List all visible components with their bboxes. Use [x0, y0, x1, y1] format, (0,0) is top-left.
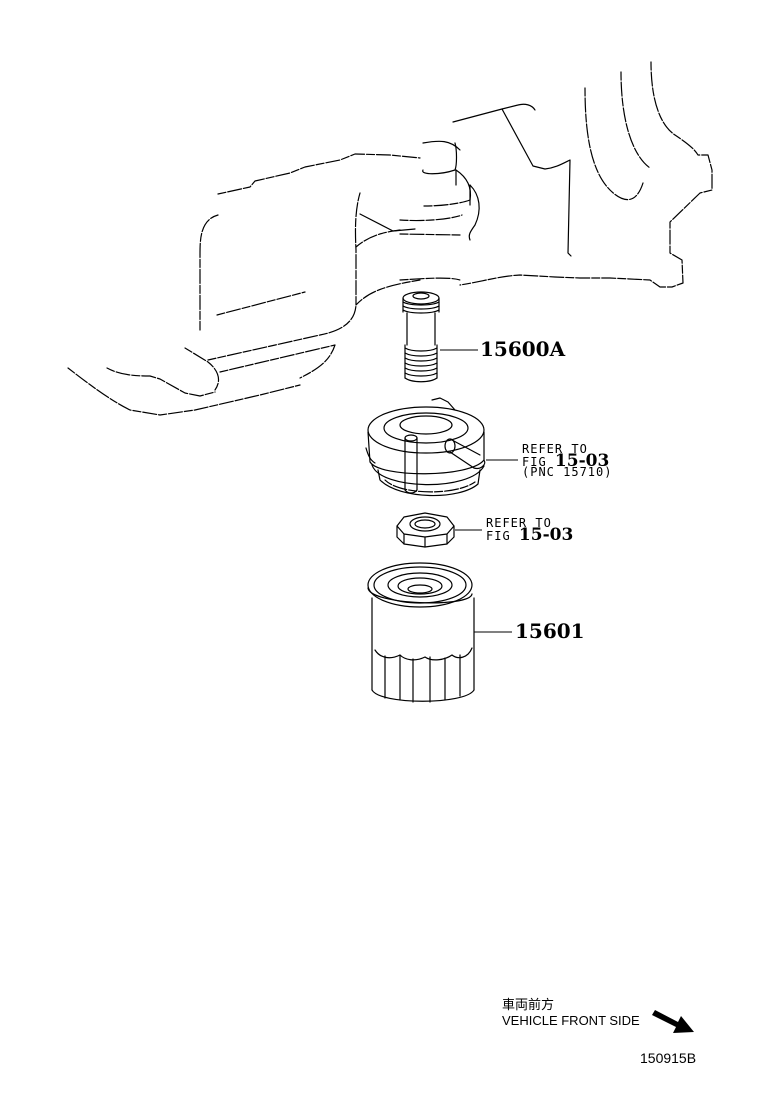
figure-code: 150915B: [640, 1050, 697, 1066]
part-number-15601[interactable]: 15601: [515, 619, 585, 643]
fig-reference: FIG 15-03: [522, 453, 612, 470]
engine-block-outline: [67, 61, 713, 416]
refer-to-fig-nut[interactable]: REFER TO FIG 15-03: [486, 516, 573, 544]
part-number-15600A[interactable]: 15600A: [480, 337, 566, 361]
fig-prefix: FIG: [522, 455, 547, 469]
refer-to-text: REFER TO: [486, 516, 552, 530]
fig-number: 15-03: [554, 451, 610, 471]
oil-filter-15601: [367, 562, 475, 703]
refer-to-text: REFER TO: [522, 442, 588, 456]
pnc-reference: (PNC 15710): [522, 465, 613, 479]
arrow-down-right-icon: [652, 1010, 694, 1033]
fig-number: 15-03: [518, 525, 574, 545]
fig-prefix: FIG: [486, 529, 511, 543]
vehicle-front-note: 車両前方 VEHICLE FRONT SIDE: [502, 997, 640, 1029]
vehicle-front-japanese: 車両前方: [502, 997, 555, 1012]
refer-to-fig-bracket[interactable]: REFER TO FIG 15-03 (PNC 15710): [522, 443, 612, 478]
fig-reference: FIG 15-03: [486, 527, 573, 544]
union-bolt-15600A: [402, 291, 440, 383]
vehicle-front-english: VEHICLE FRONT SIDE: [502, 1013, 640, 1028]
oil-filter-bracket: [365, 397, 486, 497]
nut: [396, 512, 455, 548]
